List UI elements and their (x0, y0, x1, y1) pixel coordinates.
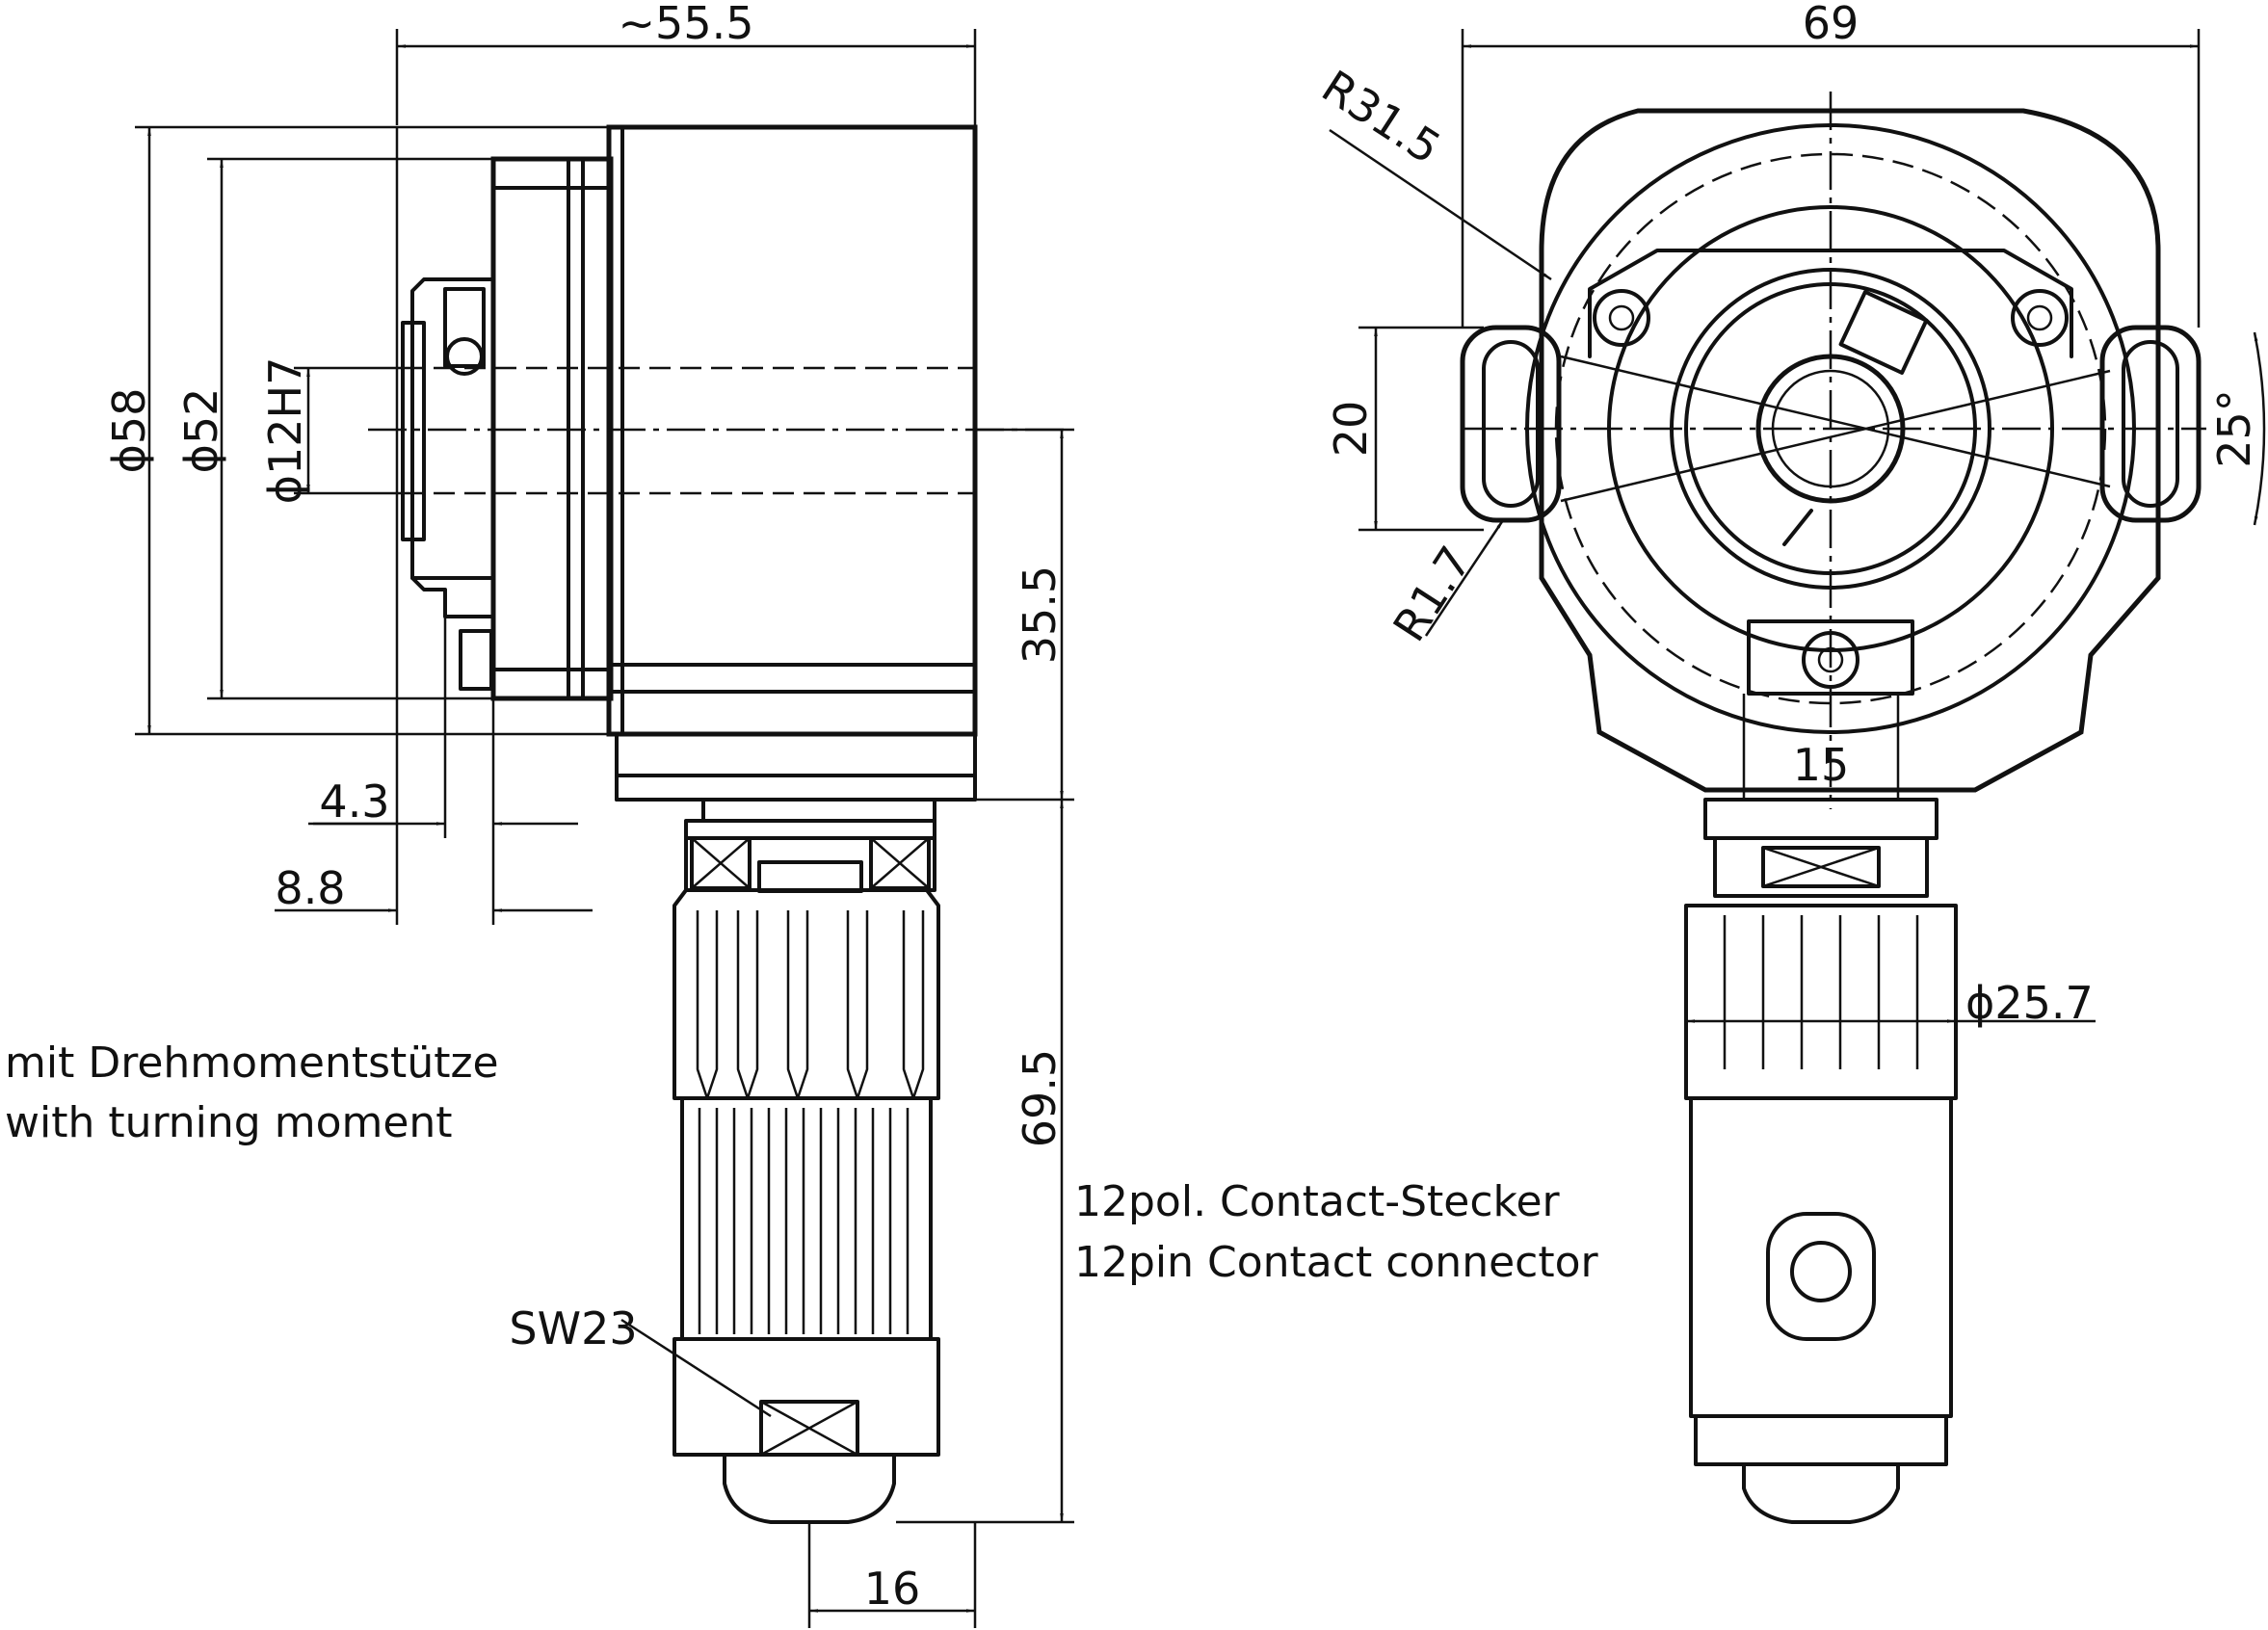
dim-4-3-label: 4.3 (319, 776, 389, 828)
dim-20-label: 20 (1325, 401, 1377, 458)
dim-35-5-label: 35.5 (1014, 565, 1066, 664)
front-view (1329, 29, 2266, 1524)
dim-d25-7-label: ϕ25.7 (1965, 977, 2094, 1029)
dim-16-label: 16 (864, 1563, 921, 1615)
connector-front (1684, 798, 1958, 1524)
dim-r31-5-label: R31.5 (1313, 60, 1450, 173)
side-view (135, 29, 1074, 1628)
dim-15-label: 15 (1793, 739, 1850, 791)
clamp-ring (410, 277, 495, 618)
dim-sw23-label: SW23 (509, 1302, 637, 1354)
dim-8-8-label: 8.8 (275, 862, 345, 914)
note-connector-de: 12pol. Contact-Stecker (1074, 1177, 1561, 1226)
front-housing (1539, 108, 2161, 793)
note-torque-en: with turning moment (5, 1098, 453, 1147)
connector-side (672, 798, 940, 1524)
note-connector-en: 12pin Contact connector (1074, 1238, 1599, 1287)
dim-r1-7-label: R1.7 (1383, 537, 1482, 650)
dim-d58-label: ϕ58 (103, 388, 155, 474)
dim-69-label: 69 (1803, 0, 1859, 49)
dim-55-5-label: ~55.5 (619, 0, 754, 49)
note-torque-de: mit Drehmomentstütze (5, 1038, 499, 1088)
dim-69-5-label: 69.5 (1014, 1049, 1066, 1147)
dim-25-deg-label: 25° (2208, 389, 2260, 468)
slot-left (1460, 325, 1562, 523)
dim-d12h7-label: ϕ12H7 (259, 357, 311, 505)
slot-right (2099, 325, 2202, 523)
dim-d52-label: ϕ52 (175, 388, 227, 474)
